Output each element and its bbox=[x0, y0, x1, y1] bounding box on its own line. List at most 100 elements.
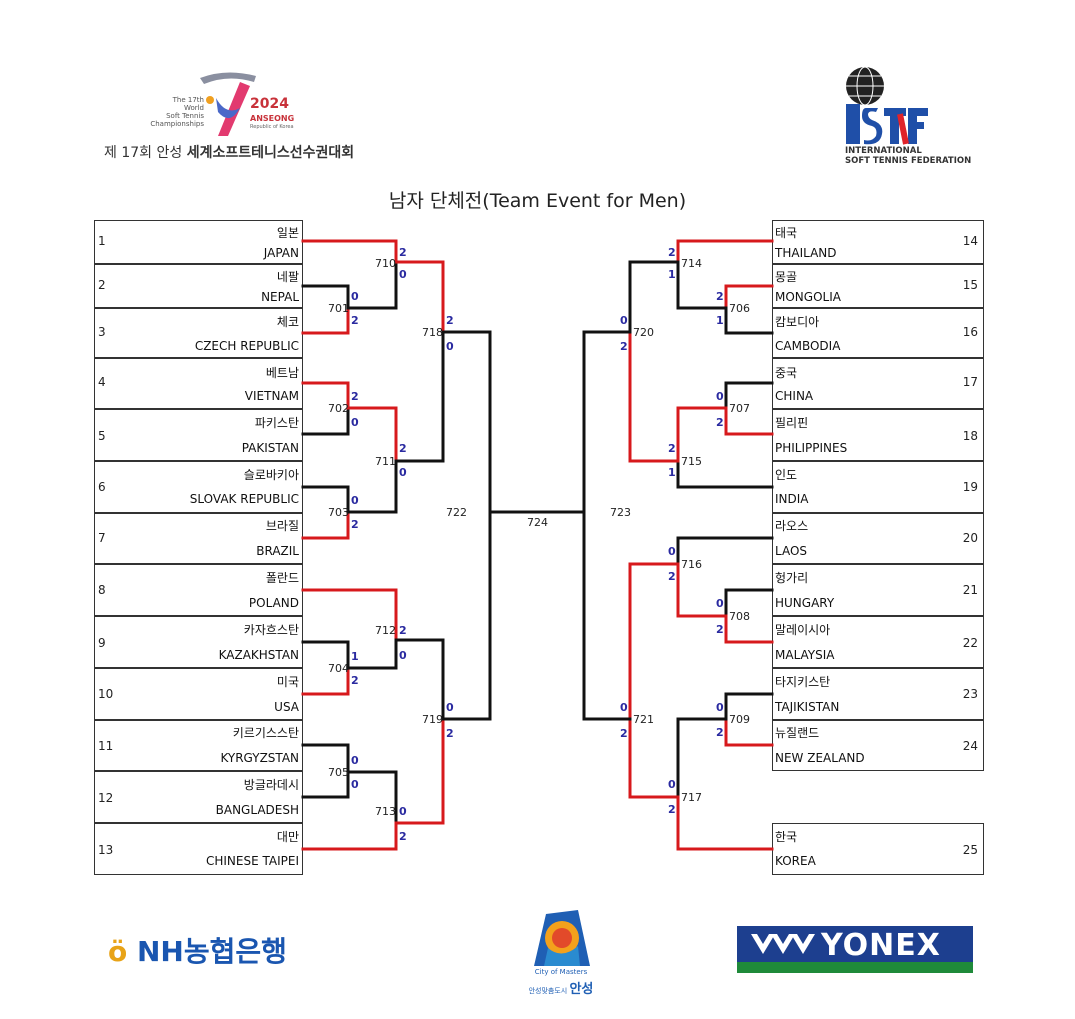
score: 2 bbox=[620, 340, 628, 353]
score: 2 bbox=[716, 416, 724, 429]
anseong-city-logo: City of Masters 안성맞춤도시 안성 bbox=[526, 908, 596, 998]
logo-country: Republic of Korea bbox=[250, 124, 294, 130]
federation-name: INTERNATIONAL SOFT TENNIS FEDERATION bbox=[845, 146, 972, 166]
team-entry: 2 네팔 NEPAL bbox=[94, 264, 303, 308]
line-711-top bbox=[346, 406, 398, 463]
team-entry: 한국 KOREA 25 bbox=[772, 823, 984, 875]
match-id: 710 bbox=[375, 257, 396, 270]
score: 0 bbox=[716, 390, 724, 403]
match-id: 707 bbox=[729, 402, 750, 415]
team-entry: 8 폴란드 POLAND bbox=[94, 564, 303, 616]
line-715-bottom bbox=[676, 459, 774, 489]
score: 0 bbox=[446, 701, 454, 714]
line-702-bottom bbox=[301, 406, 350, 436]
line-713-top bbox=[346, 770, 398, 825]
match-id: 713 bbox=[375, 805, 396, 818]
istf-logo bbox=[842, 64, 972, 174]
score: 2 bbox=[716, 290, 724, 303]
score: 2 bbox=[716, 726, 724, 739]
team-entry: 4 베트남 VIETNAM bbox=[94, 358, 303, 409]
yonex-logo: YONEX bbox=[737, 926, 973, 973]
line-719-top bbox=[394, 638, 445, 721]
line-709-bottom bbox=[724, 717, 774, 747]
team-entry: 중국 CHINA 17 bbox=[772, 358, 984, 409]
score: 0 bbox=[446, 340, 454, 353]
score: 0 bbox=[351, 290, 359, 303]
match-id: 720 bbox=[633, 326, 654, 339]
match-id: 706 bbox=[729, 302, 750, 315]
line-717-top bbox=[676, 717, 728, 799]
logo-edition-text: The 17th World Soft Tennis Championships bbox=[150, 96, 204, 128]
team-entry: 9 카자흐스탄 KAZAKHSTAN bbox=[94, 616, 303, 668]
match-id: 704 bbox=[328, 662, 349, 675]
score: 2 bbox=[620, 727, 628, 740]
line-703-top bbox=[301, 485, 350, 514]
match-id: 703 bbox=[328, 506, 349, 519]
match-id: 708 bbox=[729, 610, 750, 623]
page-title: 남자 단체전(Team Event for Men) bbox=[388, 190, 687, 212]
match-id: 705 bbox=[328, 766, 349, 779]
yonex-mark-icon bbox=[751, 934, 815, 954]
score: 0 bbox=[620, 701, 628, 714]
line-706-bottom bbox=[724, 306, 774, 335]
championship-logo: The 17th World Soft Tennis Championships… bbox=[100, 66, 360, 176]
team-entry: 3 체코 CZECH REPUBLIC bbox=[94, 308, 303, 358]
line-704-top bbox=[301, 640, 350, 670]
match-id: 718 bbox=[422, 326, 443, 339]
line-721-top bbox=[628, 562, 680, 721]
score: 1 bbox=[716, 314, 724, 327]
line-716-bottom bbox=[676, 562, 728, 618]
line-712-top bbox=[301, 588, 398, 642]
team-entry: 타지키스탄 TAJIKISTAN 23 bbox=[772, 668, 984, 720]
score: 2 bbox=[399, 830, 407, 843]
logo-year: 2024 bbox=[250, 96, 289, 112]
line-718-bottom bbox=[394, 330, 445, 463]
city-emblem-icon bbox=[534, 910, 590, 966]
score: 1 bbox=[668, 268, 676, 281]
globe-icon bbox=[846, 66, 928, 145]
match-id: 717 bbox=[681, 791, 702, 804]
match-id: 721 bbox=[633, 713, 654, 726]
line-708-bottom bbox=[724, 614, 774, 644]
line-705-bottom bbox=[301, 770, 350, 799]
score: 0 bbox=[351, 416, 359, 429]
logo-city: ANSEONG bbox=[250, 114, 295, 123]
line-710-top bbox=[301, 239, 398, 264]
score: 2 bbox=[668, 246, 676, 259]
team-entry: 필리핀 PHILIPPINES 18 bbox=[772, 409, 984, 461]
score: 0 bbox=[351, 778, 359, 791]
team-entry: 12 방글라데시 BANGLADESH bbox=[94, 771, 303, 823]
score: 0 bbox=[399, 268, 407, 281]
match-id: 719 bbox=[422, 713, 443, 726]
match-id: 722 bbox=[446, 506, 467, 519]
score: 1 bbox=[668, 466, 676, 479]
line-708-top bbox=[724, 588, 774, 618]
line-719-bottom bbox=[394, 717, 445, 825]
line-723-bottom bbox=[582, 510, 632, 721]
line-707-bottom bbox=[724, 406, 774, 436]
score: 1 bbox=[351, 650, 359, 663]
event-name: 제 17회 안성 세계소프트테니스선수권대회 bbox=[104, 145, 355, 161]
line-701-bottom bbox=[301, 306, 350, 335]
line-715-top bbox=[676, 406, 728, 463]
score: 0 bbox=[668, 778, 676, 791]
score: 2 bbox=[399, 246, 407, 259]
score: 2 bbox=[351, 314, 359, 327]
line-718-top bbox=[394, 260, 445, 334]
team-entry: 말레이시아 MALAYSIA 22 bbox=[772, 616, 984, 668]
match-id: 702 bbox=[328, 402, 349, 415]
team-entry: 1 일본 JAPAN bbox=[94, 220, 303, 264]
match-id: 701 bbox=[328, 302, 349, 315]
line-711-bottom bbox=[346, 459, 398, 514]
match-id: 714 bbox=[681, 257, 702, 270]
line-703-bottom bbox=[301, 510, 350, 540]
match-id: 723 bbox=[610, 506, 631, 519]
line-713-bottom bbox=[301, 821, 398, 851]
match-id: 711 bbox=[375, 455, 396, 468]
team-entry: 캄보디아 CAMBODIA 16 bbox=[772, 308, 984, 358]
match-id: 715 bbox=[681, 455, 702, 468]
line-721-bottom bbox=[628, 717, 680, 799]
score: 2 bbox=[668, 570, 676, 583]
team-entry: 11 키르기스스탄 KYRGYZSTAN bbox=[94, 720, 303, 771]
score: 0 bbox=[351, 754, 359, 767]
